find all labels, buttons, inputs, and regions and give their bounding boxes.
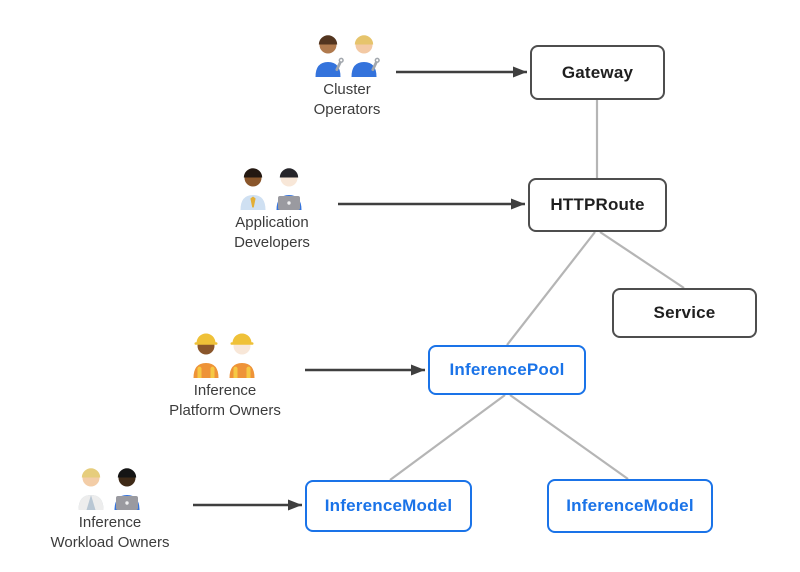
node-label: Service [653, 303, 716, 322]
persona-label-line: Workload Owners [50, 534, 170, 551]
persona-label-line: Inference [78, 514, 142, 531]
edge-httproute-to-service [599, 231, 685, 289]
persona-label-line: Cluster [323, 81, 371, 98]
persona-label-line: Inference [193, 382, 257, 399]
node-gateway: Gateway [530, 45, 665, 100]
node-label: InferencePool [449, 360, 565, 379]
node-inferencepool: InferencePool [428, 345, 586, 395]
node-service: Service [612, 288, 757, 338]
persona-label-line: Application [235, 214, 309, 231]
workload-owners-pair-icon [70, 465, 150, 511]
node-label: HTTPRoute [550, 195, 645, 214]
node-label: InferenceModel [566, 496, 694, 515]
persona-label-line: Developers [234, 234, 310, 251]
node-inferencemodel-2: InferenceModel [547, 479, 713, 533]
edge-httproute-to-inferencepool [506, 231, 596, 346]
node-label: Gateway [561, 62, 634, 82]
construction-workers-pair-icon [185, 333, 265, 379]
persona-label-line: Platform Owners [169, 402, 281, 419]
edge-inferencepool-to-inferencemodel-2 [509, 394, 629, 480]
node-httproute: HTTPRoute [528, 178, 667, 232]
node-inferencemodel-1: InferenceModel [305, 480, 472, 532]
developers-pair-icon [232, 165, 312, 211]
node-label: InferenceModel [324, 496, 453, 515]
edge-inferencepool-to-inferencemodel-1 [389, 394, 506, 481]
persona-label-line: Operators [313, 101, 381, 118]
mechanics-pair-icon [307, 32, 387, 78]
